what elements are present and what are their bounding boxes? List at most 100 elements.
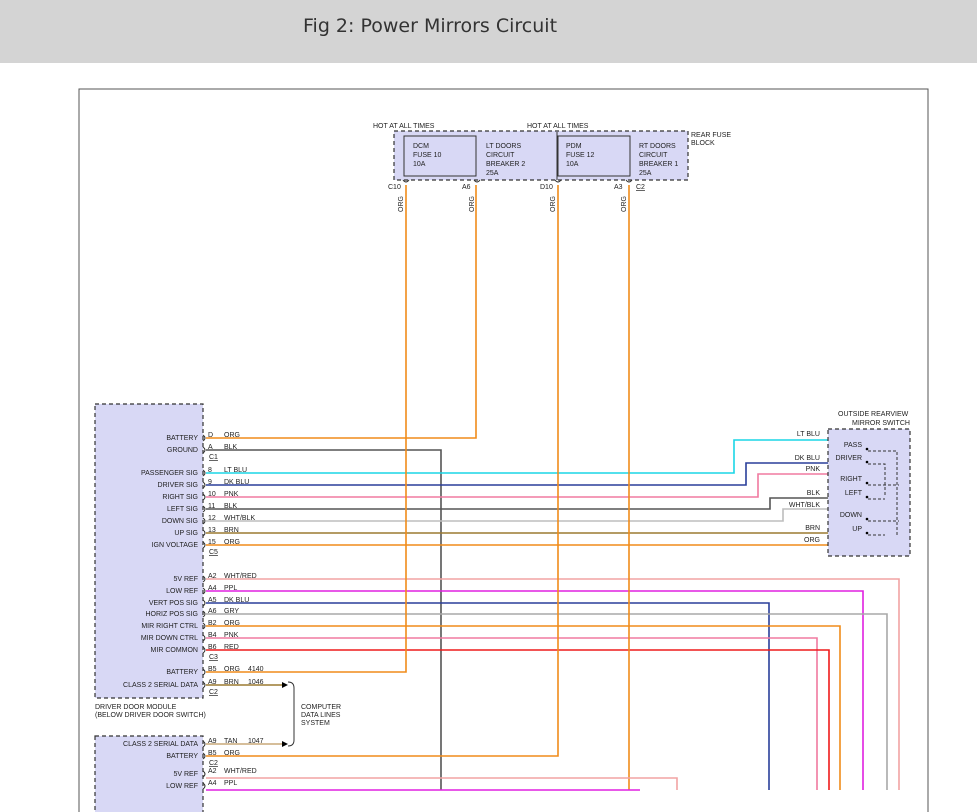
- wire-left-sig: [206, 497, 828, 510]
- driver-module-pin-label: RIGHT SIG: [162, 494, 198, 501]
- driver-module-pin-number: B6: [208, 644, 217, 651]
- fuse-block-name: BLOCK: [691, 140, 715, 147]
- mirror-switch-position: PASS: [844, 442, 862, 449]
- mirror-switch-name: MIRROR SWITCH: [852, 420, 910, 427]
- driver-module-pin-number: A9: [208, 679, 217, 686]
- passenger-module-wire-color: ORG: [224, 750, 240, 757]
- driver-module-pin-number: A4: [208, 585, 217, 592]
- connector-label: C3: [209, 654, 218, 661]
- pin-terminal-icon: [202, 681, 206, 689]
- rear-fuse-block: [393, 130, 689, 181]
- driver-module-pin-label: MIR DOWN CTRL: [141, 635, 198, 642]
- fuse-label: 10A: [413, 161, 426, 168]
- driver-module-wire-color: PNK: [224, 491, 239, 498]
- mirror-switch-wire-color: PNK: [806, 466, 821, 473]
- driver-module-pin-number: B5: [208, 666, 217, 673]
- fuse-wire-color-label: ORG: [469, 196, 476, 212]
- wire-low-ref: [206, 590, 864, 790]
- passenger-module-pin-label: LOW REF: [166, 783, 198, 790]
- pin-terminal-icon: [202, 752, 206, 760]
- passenger-module-pin-label: CLASS 2 SERIAL DATA: [123, 741, 198, 748]
- fuse-label: FUSE 10: [413, 152, 442, 159]
- passenger-module-pin-number: A9: [208, 738, 217, 745]
- pin-terminal-icon: [202, 517, 206, 525]
- circuit-number: 4140: [248, 666, 264, 673]
- driver-module-wire-color: ORG: [224, 539, 240, 546]
- hot-at-all-times-label: HOT AT ALL TIMES: [527, 123, 589, 130]
- computer-data-lines-label: SYSTEM: [301, 720, 330, 727]
- driver-module-wire-color: BRN: [224, 527, 239, 534]
- wires-layer: [206, 185, 900, 791]
- driver-module-pin-label: PASSENGER SIG: [141, 470, 198, 477]
- fuse-label: BREAKER 1: [639, 161, 678, 168]
- connector-label: C5: [209, 549, 218, 556]
- driver-module-wire-color: RED: [224, 644, 239, 651]
- pin-terminal-icon: [202, 782, 206, 790]
- driver-module-wire-color: LT BLU: [224, 467, 247, 474]
- passenger-module-wire-color: PPL: [224, 780, 237, 787]
- mirror-switch-position: RIGHT: [840, 476, 863, 483]
- fuse-label: FUSE 12: [566, 152, 595, 159]
- mirror-switch-position: DOWN: [840, 512, 862, 519]
- fuse-label: CIRCUIT: [639, 152, 668, 159]
- mirror-switch-wire-color: DK BLU: [795, 455, 820, 462]
- connector-label: C2: [209, 760, 218, 767]
- diagram-border: [78, 88, 929, 812]
- driver-module-wire-color: ORG: [224, 620, 240, 627]
- outside-mirror-switch: [827, 428, 911, 557]
- pin-terminal-icon: [625, 179, 633, 183]
- driver-module-wire-color: BRN: [224, 679, 239, 686]
- mirror-switch-wire-color: BLK: [807, 490, 821, 497]
- pin-terminal-icon: [202, 446, 206, 454]
- driver-module-pin-label: BATTERY: [166, 669, 198, 676]
- fuse-label: CIRCUIT: [486, 152, 515, 159]
- driver-module-pin-number: A6: [208, 608, 217, 615]
- driver-module-wire-color: ORG: [224, 666, 240, 673]
- wire-ground: [206, 449, 442, 790]
- driver-module-pin-label: BATTERY: [166, 435, 198, 442]
- fuse-label: PDM: [566, 143, 582, 150]
- driver-module-pin-label: HORIZ POS SIG: [145, 611, 198, 618]
- driver-module-pin-number: 9: [208, 479, 212, 486]
- wire-battery-fuse: [206, 185, 477, 439]
- wire-5v-ref: [206, 578, 900, 790]
- wire-right-sig: [206, 473, 828, 498]
- circuit-number: 1046: [248, 679, 264, 686]
- driver-module-wire-color: GRY: [224, 608, 239, 615]
- hot-at-all-times-label: HOT AT ALL TIMES: [373, 123, 435, 130]
- driver-module-pin-label: UP SIG: [174, 530, 198, 537]
- driver-module-pin-number: A: [208, 444, 213, 451]
- driver-module-pin-number: 13: [208, 527, 216, 534]
- mirror-switch-wire-color: WHT/BLK: [789, 502, 820, 509]
- fuse-connector-label: C2: [636, 184, 645, 191]
- arrow-icon: [282, 682, 288, 688]
- pin-terminal-icon: [202, 493, 206, 501]
- pin-terminal-icon: [202, 610, 206, 618]
- driver-module-wire-color: BLK: [224, 444, 238, 451]
- computer-data-lines-label: COMPUTER: [301, 704, 341, 711]
- pin-terminal-icon: [202, 541, 206, 549]
- driver-module-wire-color: BLK: [224, 503, 238, 510]
- driver-module-pin-number: 11: [208, 503, 215, 510]
- fuse-pin-label: A3: [614, 184, 623, 191]
- pin-terminal-icon: [202, 481, 206, 489]
- pin-terminal-icon: [202, 469, 206, 477]
- driver-module-pin-number: 8: [208, 467, 212, 474]
- wire-mir-common: [206, 649, 830, 790]
- pin-terminal-icon: [202, 434, 206, 442]
- data-lines-bracket: [287, 681, 295, 747]
- driver-module-wire-color: ORG: [224, 432, 240, 439]
- switch-contact-icon: [865, 517, 869, 521]
- mirror-switch-position: DRIVER: [836, 455, 862, 462]
- pin-terminal-icon: [202, 622, 206, 630]
- mirror-switch-wire-color: LT BLU: [797, 431, 820, 438]
- passenger-module-pin-number: B5: [208, 750, 217, 757]
- fuse-label: LT DOORS: [486, 143, 521, 150]
- mirror-switch-wire-color: BRN: [805, 525, 820, 532]
- switch-contact-icon: [865, 481, 869, 485]
- pin-terminal-icon: [202, 505, 206, 513]
- driver-module-name: (BELOW DRIVER DOOR SWITCH): [95, 712, 206, 719]
- driver-module-pin-number: 10: [208, 491, 216, 498]
